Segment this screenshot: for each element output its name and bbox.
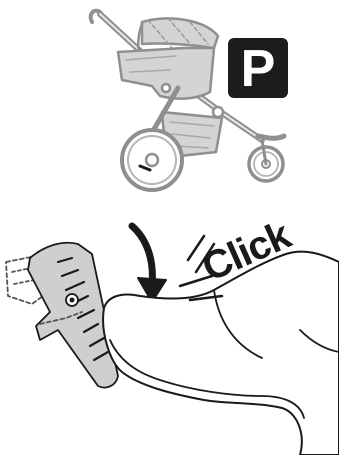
press-down-arrow [132, 226, 166, 302]
brake-pedal [6, 243, 118, 388]
parking-badge-letter: P [241, 40, 276, 98]
parking-brake-badge: P [228, 38, 288, 98]
stroller-icon [91, 11, 284, 190]
